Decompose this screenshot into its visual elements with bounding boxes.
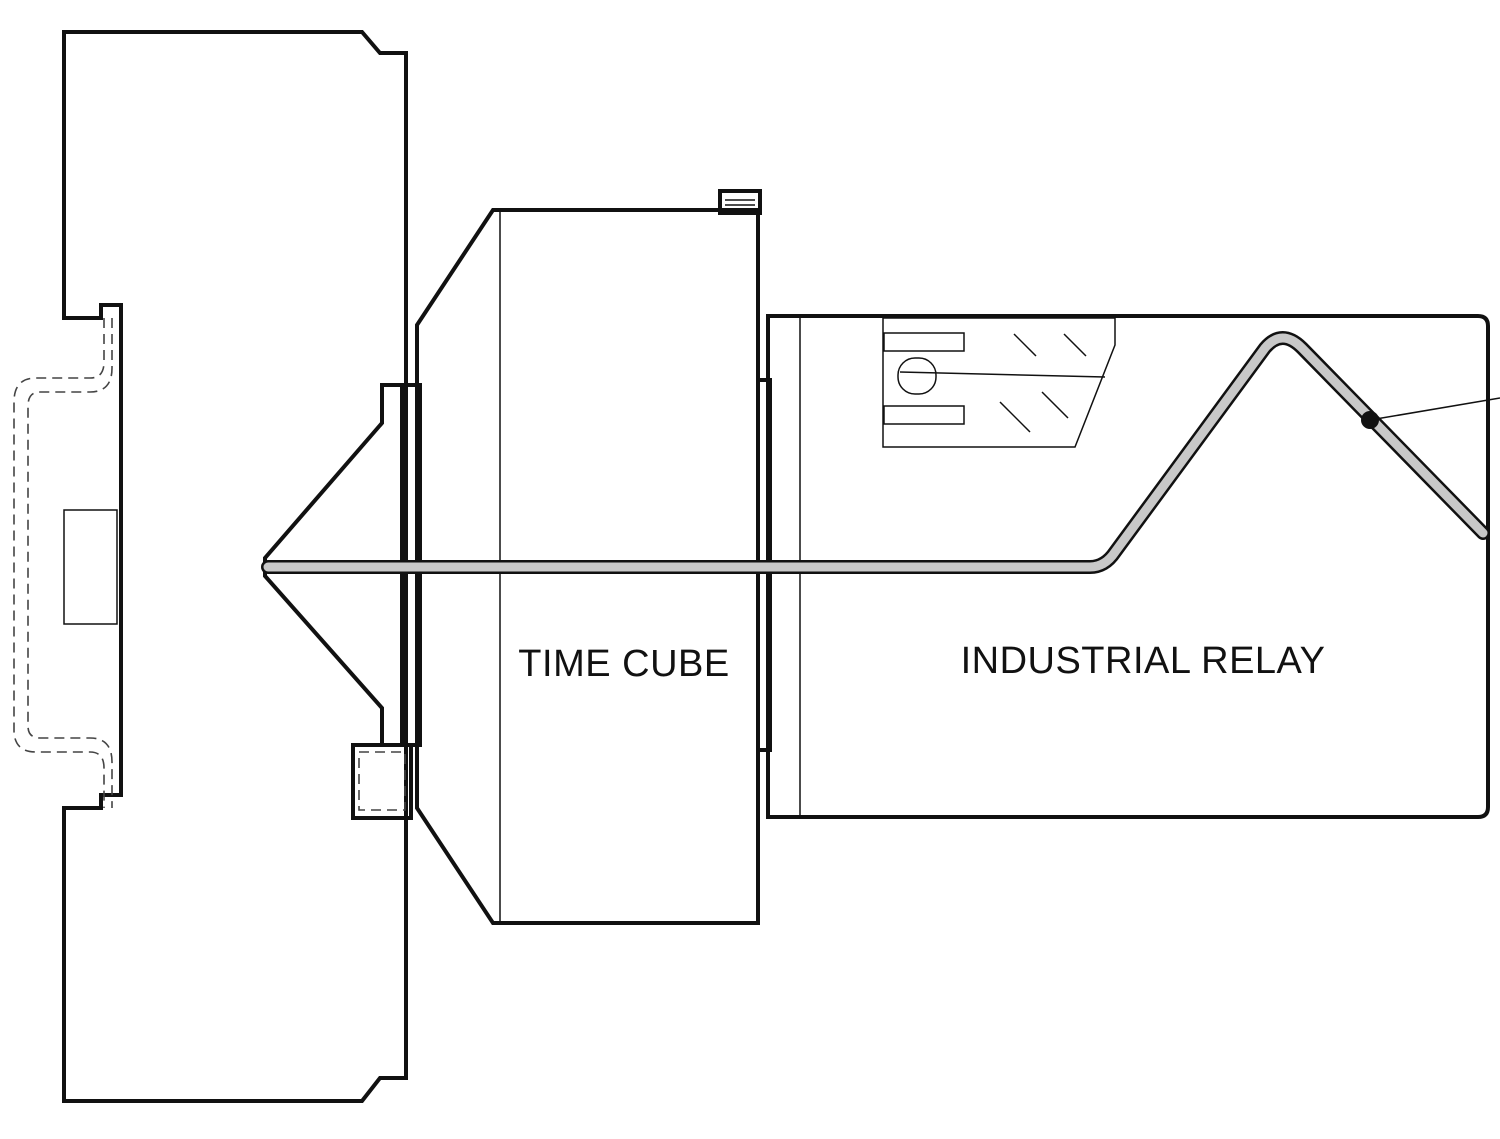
time-cube-label: TIME CUBE [518,643,729,685]
retaining-wire [261,331,1500,574]
coil-icon [883,332,1106,425]
glass-hatch [999,333,1087,433]
relay-window [882,317,1116,448]
industrial-relay-label: INDUSTRIAL RELAY [961,640,1326,682]
rail-slot [63,509,118,625]
leader-line [1369,397,1500,421]
din-rail-clip [13,318,113,808]
mounting-base [62,30,408,1103]
bracket-foot [351,743,413,820]
time-cube-tab [718,189,762,215]
time-cube: TIME CUBE [415,189,772,925]
retaining-bracket [263,383,422,820]
industrial-relay: INDUSTRIAL RELAY [766,314,1490,819]
